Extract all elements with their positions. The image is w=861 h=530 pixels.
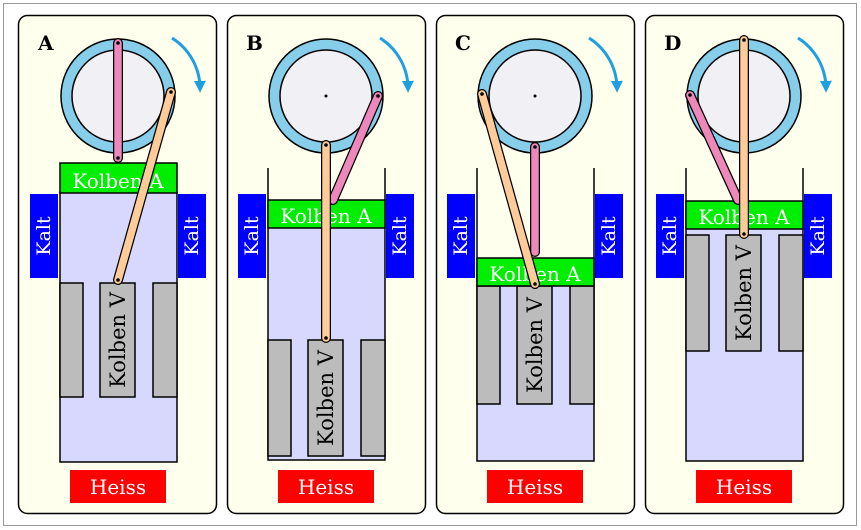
displacer-right-segment <box>152 282 178 398</box>
displacer-left-segment <box>476 285 501 405</box>
cold-label-right: Kalt <box>389 216 411 256</box>
cold-label-right: Kalt <box>807 216 829 256</box>
cold-block-right <box>595 194 623 278</box>
panel-d: D Kolben V Kolben A Kalt Kalt Heiss <box>644 14 845 515</box>
cold-block-left <box>656 194 684 278</box>
connecting-rod <box>114 88 175 284</box>
displacer-left-segment <box>685 234 710 352</box>
rod-joint <box>116 41 120 45</box>
panel-b: B Kolben V Kolben A Kalt Kalt Heiss <box>226 14 427 515</box>
rotation-arrow-icon <box>379 36 414 93</box>
displacer-label: Kolben V <box>314 349 338 446</box>
panel-c: C Kolben V Kolben A Kalt Kalt Heiss <box>435 14 636 515</box>
rod-joint <box>480 92 484 96</box>
flywheel-axle <box>324 94 328 98</box>
displacer-right-segment <box>569 285 595 405</box>
displacer-right-segment <box>778 234 804 352</box>
displacer-left-segment <box>267 339 292 457</box>
cold-block-left <box>238 194 266 278</box>
displacer-piston <box>725 234 762 352</box>
displacer-label: Kolben V <box>732 244 756 341</box>
hot-label: Heiss <box>507 475 563 499</box>
panel-label: B <box>246 31 263 55</box>
displacer-piston <box>307 339 344 457</box>
displacer-right-segment <box>360 339 386 457</box>
displacer-rod <box>686 91 742 204</box>
hot-label: Heiss <box>298 475 354 499</box>
cold-block-right <box>178 194 206 278</box>
hot-label: Heiss <box>90 475 146 499</box>
cold-label-right: Kalt <box>598 216 620 256</box>
cold-label-left: Kalt <box>241 216 263 256</box>
displacer-label: Kolben V <box>106 291 130 388</box>
rod-joint <box>533 145 537 149</box>
rod-joint <box>169 90 173 94</box>
cylinder-wall <box>267 168 386 461</box>
rod-joint <box>116 278 120 282</box>
rod-joint <box>376 94 380 98</box>
rod-joint <box>742 38 746 42</box>
rod-joint <box>742 232 746 236</box>
displacer-piston <box>99 282 136 398</box>
cold-block-left <box>30 194 58 278</box>
flywheel-axle <box>533 94 537 98</box>
cold-label-left: Kalt <box>450 216 472 256</box>
rod-joint <box>116 156 120 160</box>
panel-a: A Kolben V Kolben A Kalt Kalt Heiss <box>17 14 218 515</box>
rotation-arrow-icon <box>797 36 832 93</box>
rod-joint <box>688 93 692 97</box>
displacer-rod <box>329 92 382 204</box>
cold-block-left <box>447 194 475 278</box>
cold-block-right <box>804 194 832 278</box>
working-piston <box>59 162 178 194</box>
panel-label: C <box>455 31 471 55</box>
panel-label: D <box>664 31 681 55</box>
rotation-arrow-icon <box>588 36 623 93</box>
cold-block-right <box>386 194 414 278</box>
rod-joint <box>324 143 328 147</box>
hot-block <box>487 470 583 503</box>
rod-joint <box>533 282 537 286</box>
displacer-piston <box>516 285 553 405</box>
rod-joint <box>324 336 328 340</box>
cold-label-left: Kalt <box>33 216 55 256</box>
connecting-rod <box>478 90 539 288</box>
hot-block <box>696 470 792 503</box>
cold-label-right: Kalt <box>181 216 203 256</box>
hot-block <box>70 470 166 503</box>
rotation-arrow-icon <box>171 36 206 93</box>
cold-label-left: Kalt <box>659 216 681 256</box>
hot-label: Heiss <box>716 475 772 499</box>
displacer-label: Kolben V <box>523 296 547 393</box>
displacer-left-segment <box>59 282 84 398</box>
hot-block <box>278 470 374 503</box>
panel-label: A <box>37 31 54 55</box>
